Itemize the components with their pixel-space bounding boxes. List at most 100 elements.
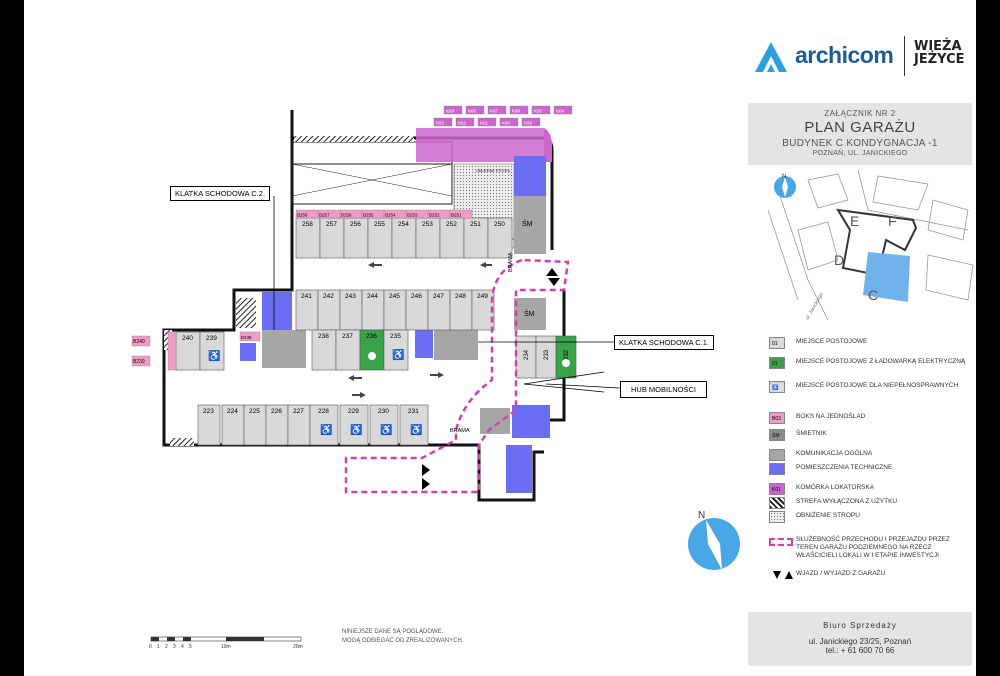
legend-item: 01 MIEJSCE POSTOJOWE: [769, 337, 974, 355]
wheelchair-icon: ♿: [350, 423, 362, 436]
bike-box-strip: [167, 331, 177, 371]
wheelchair-icon: ♿: [392, 348, 404, 361]
legend-swatch: B03: [769, 412, 785, 424]
space-number: 243: [345, 293, 356, 300]
storage-unit-label: K61: [480, 121, 489, 126]
parking-space: 247: [427, 289, 451, 331]
annex-label: ZAŁĄCZNIK NR 2: [824, 109, 896, 118]
parking-space: 258: [295, 217, 321, 259]
parking-space: 237: [335, 329, 361, 371]
scale-tick: 10m: [221, 644, 231, 650]
archicom-logo-text: archicom: [795, 42, 894, 68]
space-number: 244: [367, 293, 378, 300]
gate-label: BRAMA: [450, 428, 470, 434]
space-number: 223: [203, 408, 214, 415]
space-number: 251: [470, 221, 481, 228]
legend-item: OBNIŻENIE STROPU: [769, 511, 974, 529]
parking-space: 246: [405, 289, 429, 331]
legend-label: OBNIŻENIE STROPU: [796, 512, 860, 519]
bike-box-label: B252: [429, 213, 440, 218]
legend-label: STREFA WYŁĄCZONA Z UŻYTKU: [796, 498, 898, 505]
space-number: 235: [390, 333, 401, 340]
legend-swatch: ♿: [769, 381, 785, 393]
storage-unit: K65: [531, 105, 551, 115]
parking-space: 235 ♿: [383, 329, 409, 371]
parking-space: 252: [439, 217, 465, 259]
trash-room-label: ŚM: [522, 219, 533, 228]
parking-space: 253: [415, 217, 441, 259]
space-number: 250: [494, 221, 505, 228]
parking-space: 245: [383, 289, 407, 331]
parking-space: 239♿: [199, 331, 225, 371]
legend-swatch: [769, 497, 785, 509]
site-map: E F D C ul. Janickiego: [768, 170, 974, 320]
archicom-logo-icon: [755, 42, 787, 72]
bike-box-label: B239: [133, 359, 145, 365]
sales-office-title: Biuro Sprzedaży: [823, 621, 897, 630]
legend-label: MIEJSCE POSTOJOWE: [796, 338, 868, 345]
site-label-c: C: [868, 287, 878, 303]
space-number: 225: [249, 408, 260, 415]
storage-unit: K63: [433, 117, 453, 127]
space-number: 252: [446, 221, 457, 228]
compass-large-icon: N: [688, 510, 740, 570]
wheelchair-icon: ♿: [392, 348, 404, 361]
disclaimer-note: NINIEJSZE DANE SĄ POGLĄDOWE. MOGĄ ODBIEG…: [342, 628, 463, 646]
space-number: 255: [374, 221, 385, 228]
parking-space: 240: [175, 331, 201, 371]
bike-box: B257: [317, 209, 341, 219]
space-number: 230: [378, 408, 389, 415]
ceiling-lowering-label: OBNIŻENIE STROPU: [476, 168, 511, 173]
legend-swatch: [769, 511, 785, 523]
parking-space: 241: [295, 289, 319, 331]
garage-floor-plan: OBNIŻENIE STROPU OBNIŻENIE STROPU K69K68…: [131, 105, 621, 502]
parking-space: 249: [471, 289, 495, 331]
storage-unit-label: K63: [436, 121, 445, 126]
bike-box-label: B253: [407, 213, 418, 218]
legend-item: POMIESZCZENIA TECHNICZNE: [769, 463, 974, 481]
storage-unit: K66: [509, 105, 529, 115]
space-number: 236: [366, 333, 377, 340]
bike-box: B238: [239, 331, 261, 342]
space-number: 233: [544, 349, 550, 360]
storage-unit-label: K66: [512, 109, 521, 114]
wheelchair-icon: ♿: [380, 423, 392, 436]
brand-header: archicom WIEŻA JEŻYCE: [751, 36, 976, 78]
legend-swatch: [769, 463, 785, 475]
space-number: 240: [182, 335, 193, 342]
note-line1: NINIEJSZE DANE SĄ POGLĄDOWE.: [342, 629, 444, 635]
space-number: 246: [411, 293, 422, 300]
storage-unit: K68: [465, 105, 485, 115]
parking-space: 227: [287, 404, 311, 446]
bike-box: B256: [339, 209, 363, 219]
storage-unit: K69: [443, 105, 463, 115]
bike-box: B240: [131, 335, 151, 347]
bike-box: B252: [427, 209, 451, 219]
wheelchair-icon: ♿: [410, 423, 422, 436]
bike-box: B251: [449, 209, 473, 219]
note-line2: MOGĄ ODBIEGAĆ OD ZREALIZOWANYCH.: [342, 638, 464, 644]
legend-swatch: 01: [769, 337, 785, 349]
storage-unit-label: K62: [458, 121, 467, 126]
sales-office-phone: tel.: + 61 600 70 66: [825, 646, 895, 655]
space-number: 227: [293, 408, 304, 415]
space-number: 249: [477, 293, 488, 300]
svg-text:N: N: [698, 510, 705, 521]
parking-space: 255: [367, 217, 393, 259]
bike-box-label: B238: [241, 335, 252, 340]
legend-swatch: ŚM: [769, 429, 785, 441]
wheelchair-icon: ♿: [208, 349, 220, 362]
storage-unit-label: K68: [468, 109, 477, 114]
easement-outline: [344, 258, 570, 494]
space-number: 224: [227, 408, 238, 415]
scale-tick: 4: [181, 644, 184, 650]
parking-space: 226: [265, 404, 289, 446]
parking-space: 244: [361, 289, 385, 331]
parking-space: 228♿: [309, 404, 339, 446]
parking-space: 242: [317, 289, 341, 331]
scale-tick: 5: [189, 644, 192, 650]
space-number: 242: [323, 293, 334, 300]
svg-text:N: N: [782, 174, 786, 180]
storage-unit: K61: [477, 117, 497, 127]
bike-box: B253: [405, 209, 429, 219]
